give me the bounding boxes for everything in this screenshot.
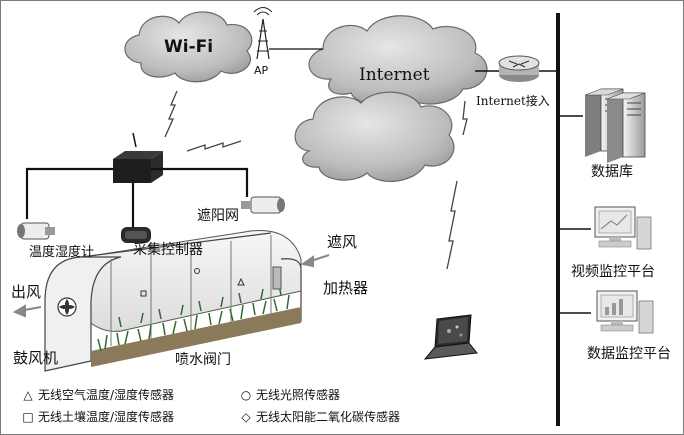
collector-controller-icon [121, 227, 151, 243]
legend-soil-sensor: □ 无线土壤温度/湿度传感器 [21, 411, 174, 423]
camera-icon [17, 222, 55, 240]
lower-cloud [294, 91, 455, 182]
gateway-wiring [25, 167, 249, 227]
square-icon: □ [22, 410, 34, 424]
greenhouse [44, 230, 302, 372]
internet-access-label: Internet接入 [476, 94, 550, 108]
laptop-icon [423, 314, 478, 360]
camera-icon [241, 196, 285, 214]
temp-humidity-meter-label: 温度湿度计 [29, 245, 95, 260]
gateway-icon [113, 132, 163, 183]
circle-icon: ○ [240, 388, 252, 402]
legend-light-sensor: ○ 无线光照传感器 [239, 389, 340, 401]
wifi-cloud-label: Wi-Fi [164, 37, 214, 57]
legend-co2-sensor: ◇ 无线太阳能二氧化碳传感器 [239, 411, 400, 423]
server-icon [584, 88, 646, 163]
legend-text: 无线太阳能二氧化碳传感器 [256, 410, 401, 424]
wind-arrows [12, 254, 330, 318]
video-platform-label: 视频监控平台 [571, 264, 655, 280]
internet-cloud-label: Internet [359, 65, 430, 85]
air-out-label: 出风 [11, 283, 42, 301]
database-label: 数据库 [591, 164, 633, 180]
wind-shield-label: 遮风 [327, 233, 358, 251]
wifi-cloud [124, 11, 253, 83]
diamond-icon: ◇ [241, 410, 251, 424]
collector-controller-label: 采集控制器 [133, 242, 203, 258]
antenna-icon [253, 7, 273, 60]
legend-text: 无线空气温度/湿度传感器 [38, 388, 175, 402]
spray-valve-label: 喷水阀门 [175, 352, 231, 368]
blower-label: 鼓风机 [13, 349, 59, 367]
data-platform-label: 数据监控平台 [587, 346, 671, 362]
legend-text: 无线光照传感器 [256, 388, 341, 402]
lightning-icon [164, 90, 468, 270]
ap-label: AP [254, 64, 269, 77]
internet-cloud [308, 15, 488, 106]
heater-label: 加热器 [323, 279, 369, 297]
monitor-icon [594, 206, 652, 250]
triangle-icon: △ [23, 388, 33, 402]
shade-net-label: 遮阳网 [197, 208, 239, 224]
legend-text: 无线土壤温度/湿度传感器 [38, 410, 175, 424]
legend-air-sensor: △ 无线空气温度/湿度传感器 [21, 389, 174, 401]
monitor-icon [596, 290, 654, 334]
router-icon [498, 55, 540, 82]
